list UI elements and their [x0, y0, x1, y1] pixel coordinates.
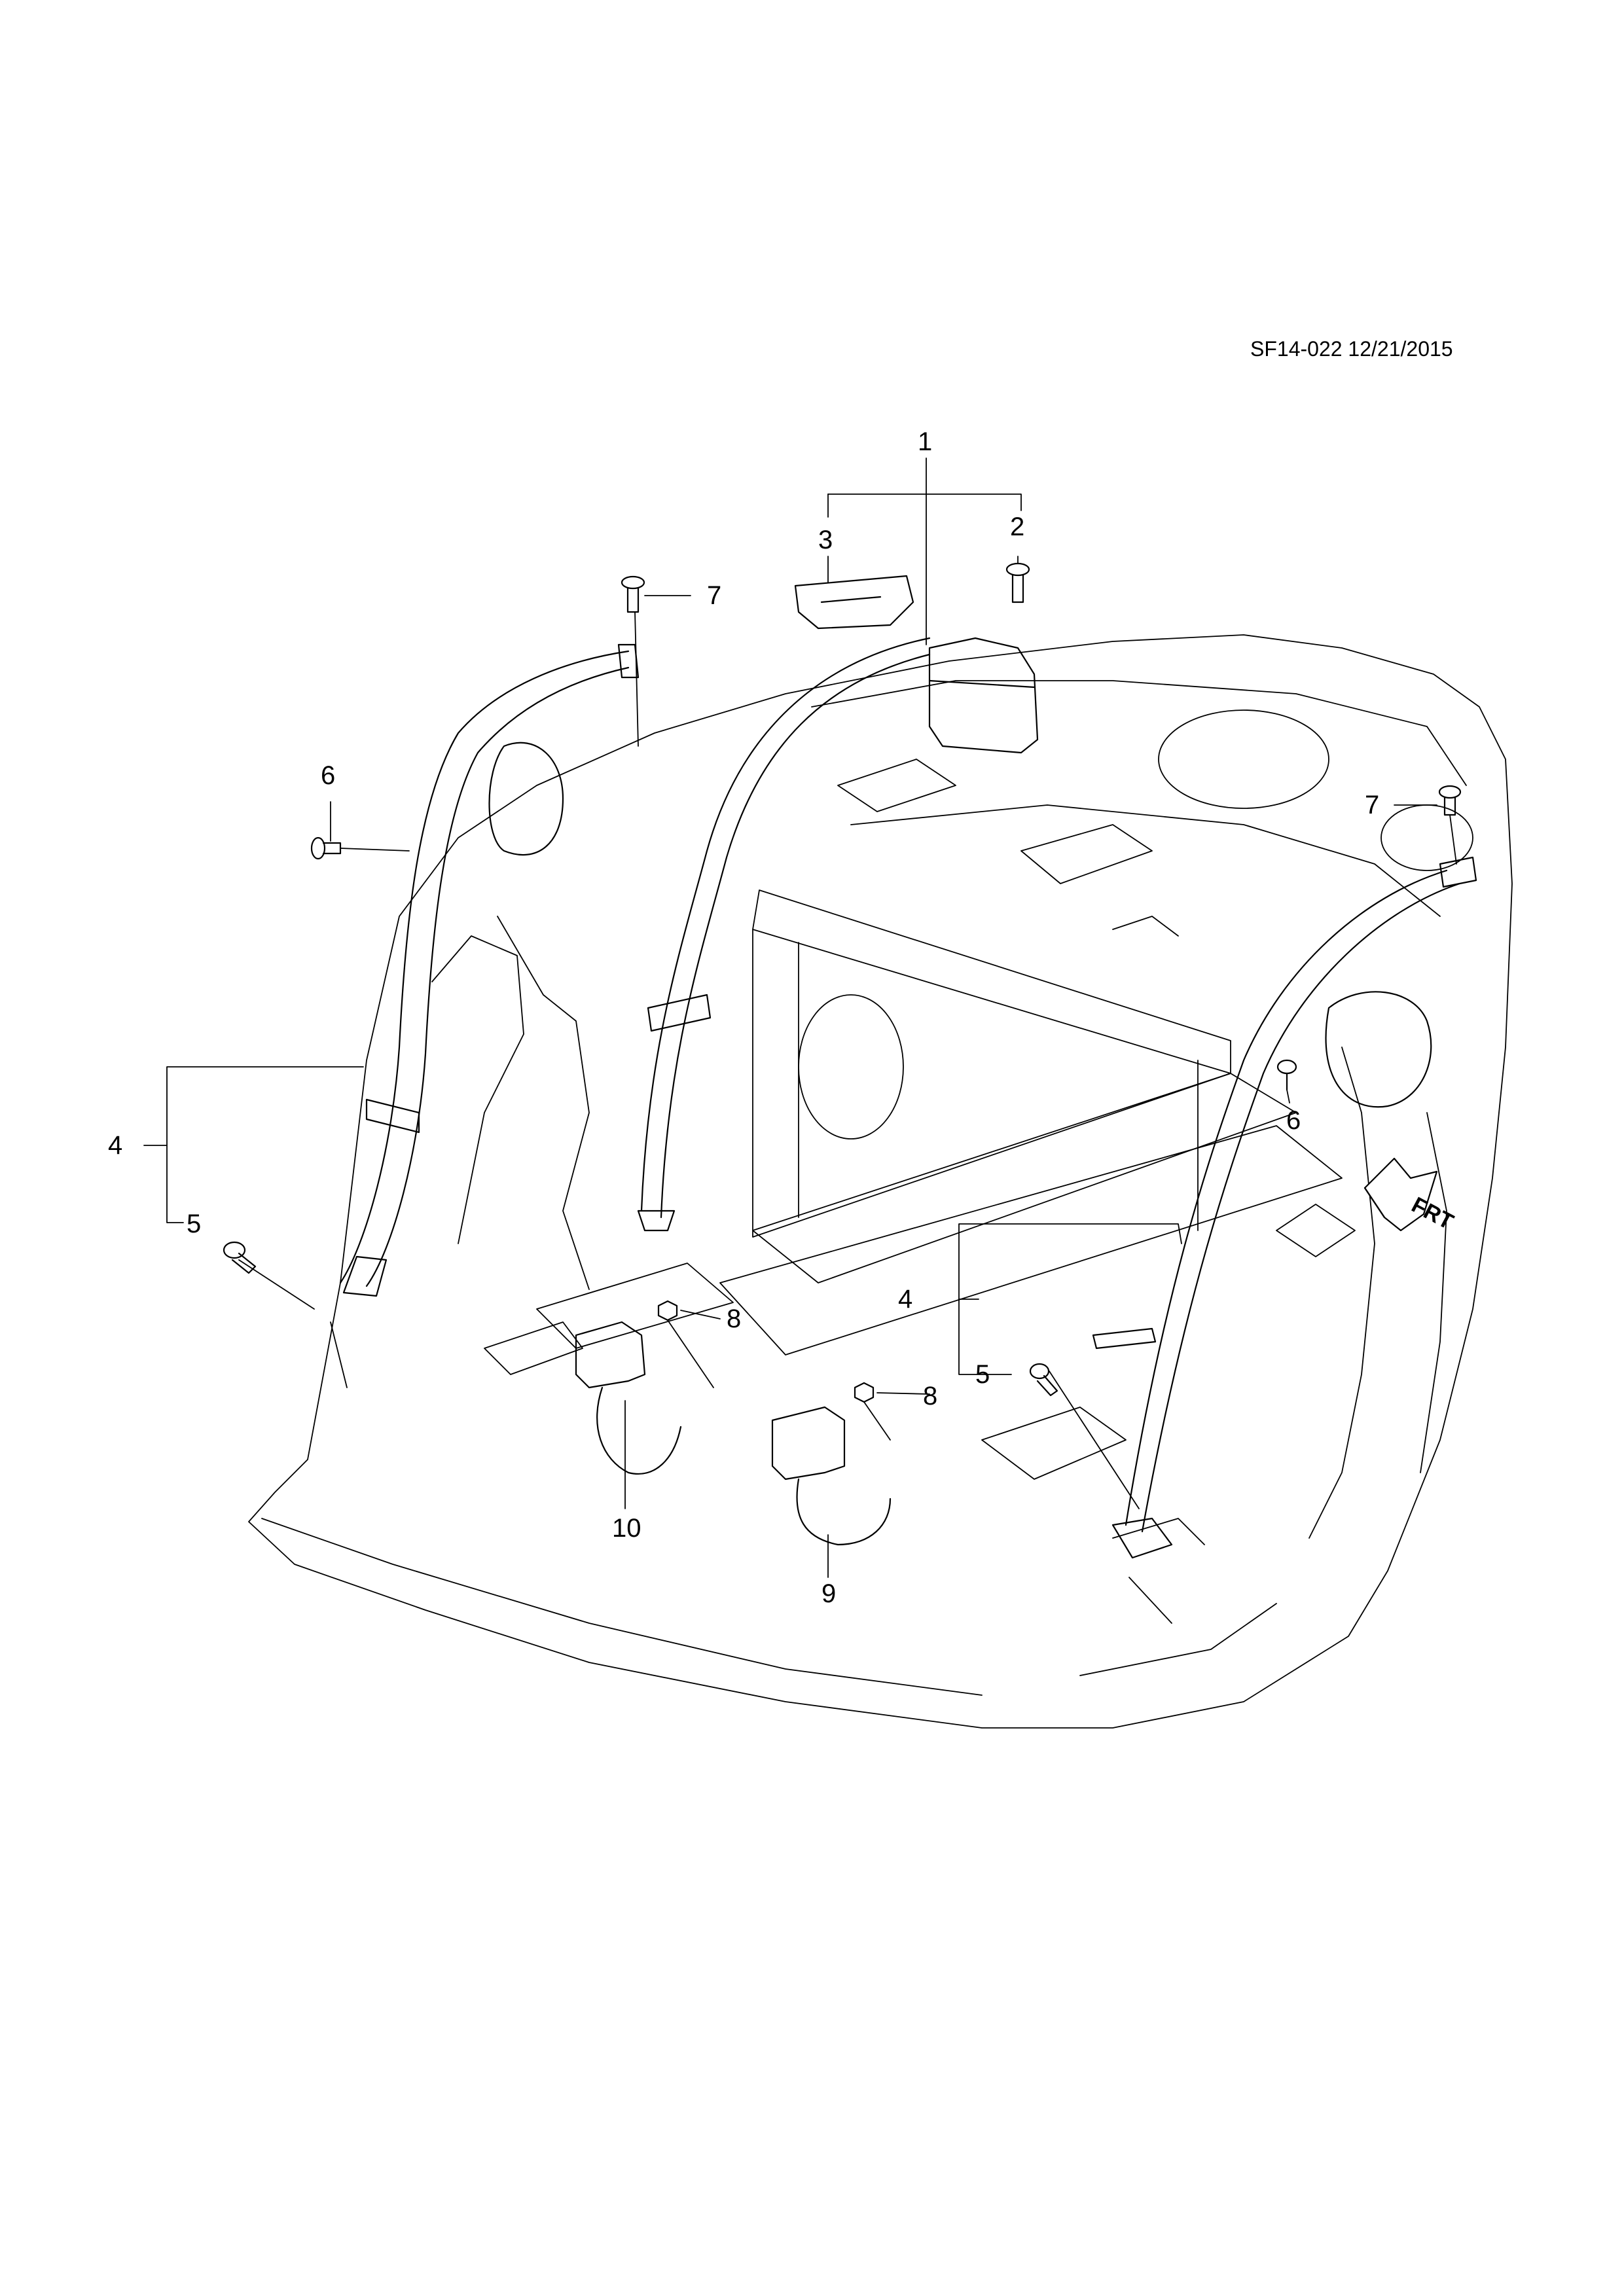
callout-8-right: 8: [923, 1382, 938, 1410]
callout-6-right: 6: [1286, 1106, 1301, 1135]
left-guide-bolt: [621, 575, 645, 613]
callout-4-left: 4: [108, 1131, 123, 1160]
buckle-nut-left: [657, 1300, 678, 1321]
callout-9: 9: [821, 1579, 837, 1608]
callout-5-left: 5: [187, 1210, 202, 1238]
callout-3: 3: [818, 526, 833, 554]
callout-2: 2: [1010, 512, 1025, 541]
center-seat-belt-retractor: [637, 637, 1039, 1232]
callout-7-right: 7: [1365, 791, 1380, 819]
center-seat-belt-buckle: [575, 1321, 682, 1475]
callout-6-left: 6: [321, 761, 336, 790]
buckle-nut-right: [854, 1382, 875, 1403]
front-direction-arrow: [1363, 1157, 1438, 1232]
left-retractor-bolt: [310, 836, 342, 860]
right-lower-anchor-bolt: [1029, 1363, 1058, 1397]
callout-4-right: 4: [898, 1285, 913, 1314]
right-guide-bolt: [1438, 785, 1462, 816]
callout-8-left: 8: [727, 1304, 742, 1333]
callout-7-left: 7: [707, 581, 722, 610]
right-seat-belt-assembly: [1092, 856, 1477, 1559]
vehicle-body-structure: [248, 634, 1513, 1729]
callout-10: 10: [612, 1514, 641, 1543]
callout-1: 1: [918, 427, 933, 456]
left-seat-belt-assembly: [339, 643, 640, 1297]
right-retractor-bolt: [1276, 1059, 1297, 1091]
left-lower-anchor-bolt: [223, 1241, 257, 1274]
retractor-bolt: [1005, 562, 1030, 603]
callout-5-right: 5: [975, 1360, 990, 1389]
right-seat-belt-buckle: [771, 1406, 892, 1546]
drawing-code: SF14-022 12/21/2015: [1250, 337, 1453, 361]
retractor-cover: [794, 575, 914, 630]
leader-lines: [143, 457, 1457, 1624]
